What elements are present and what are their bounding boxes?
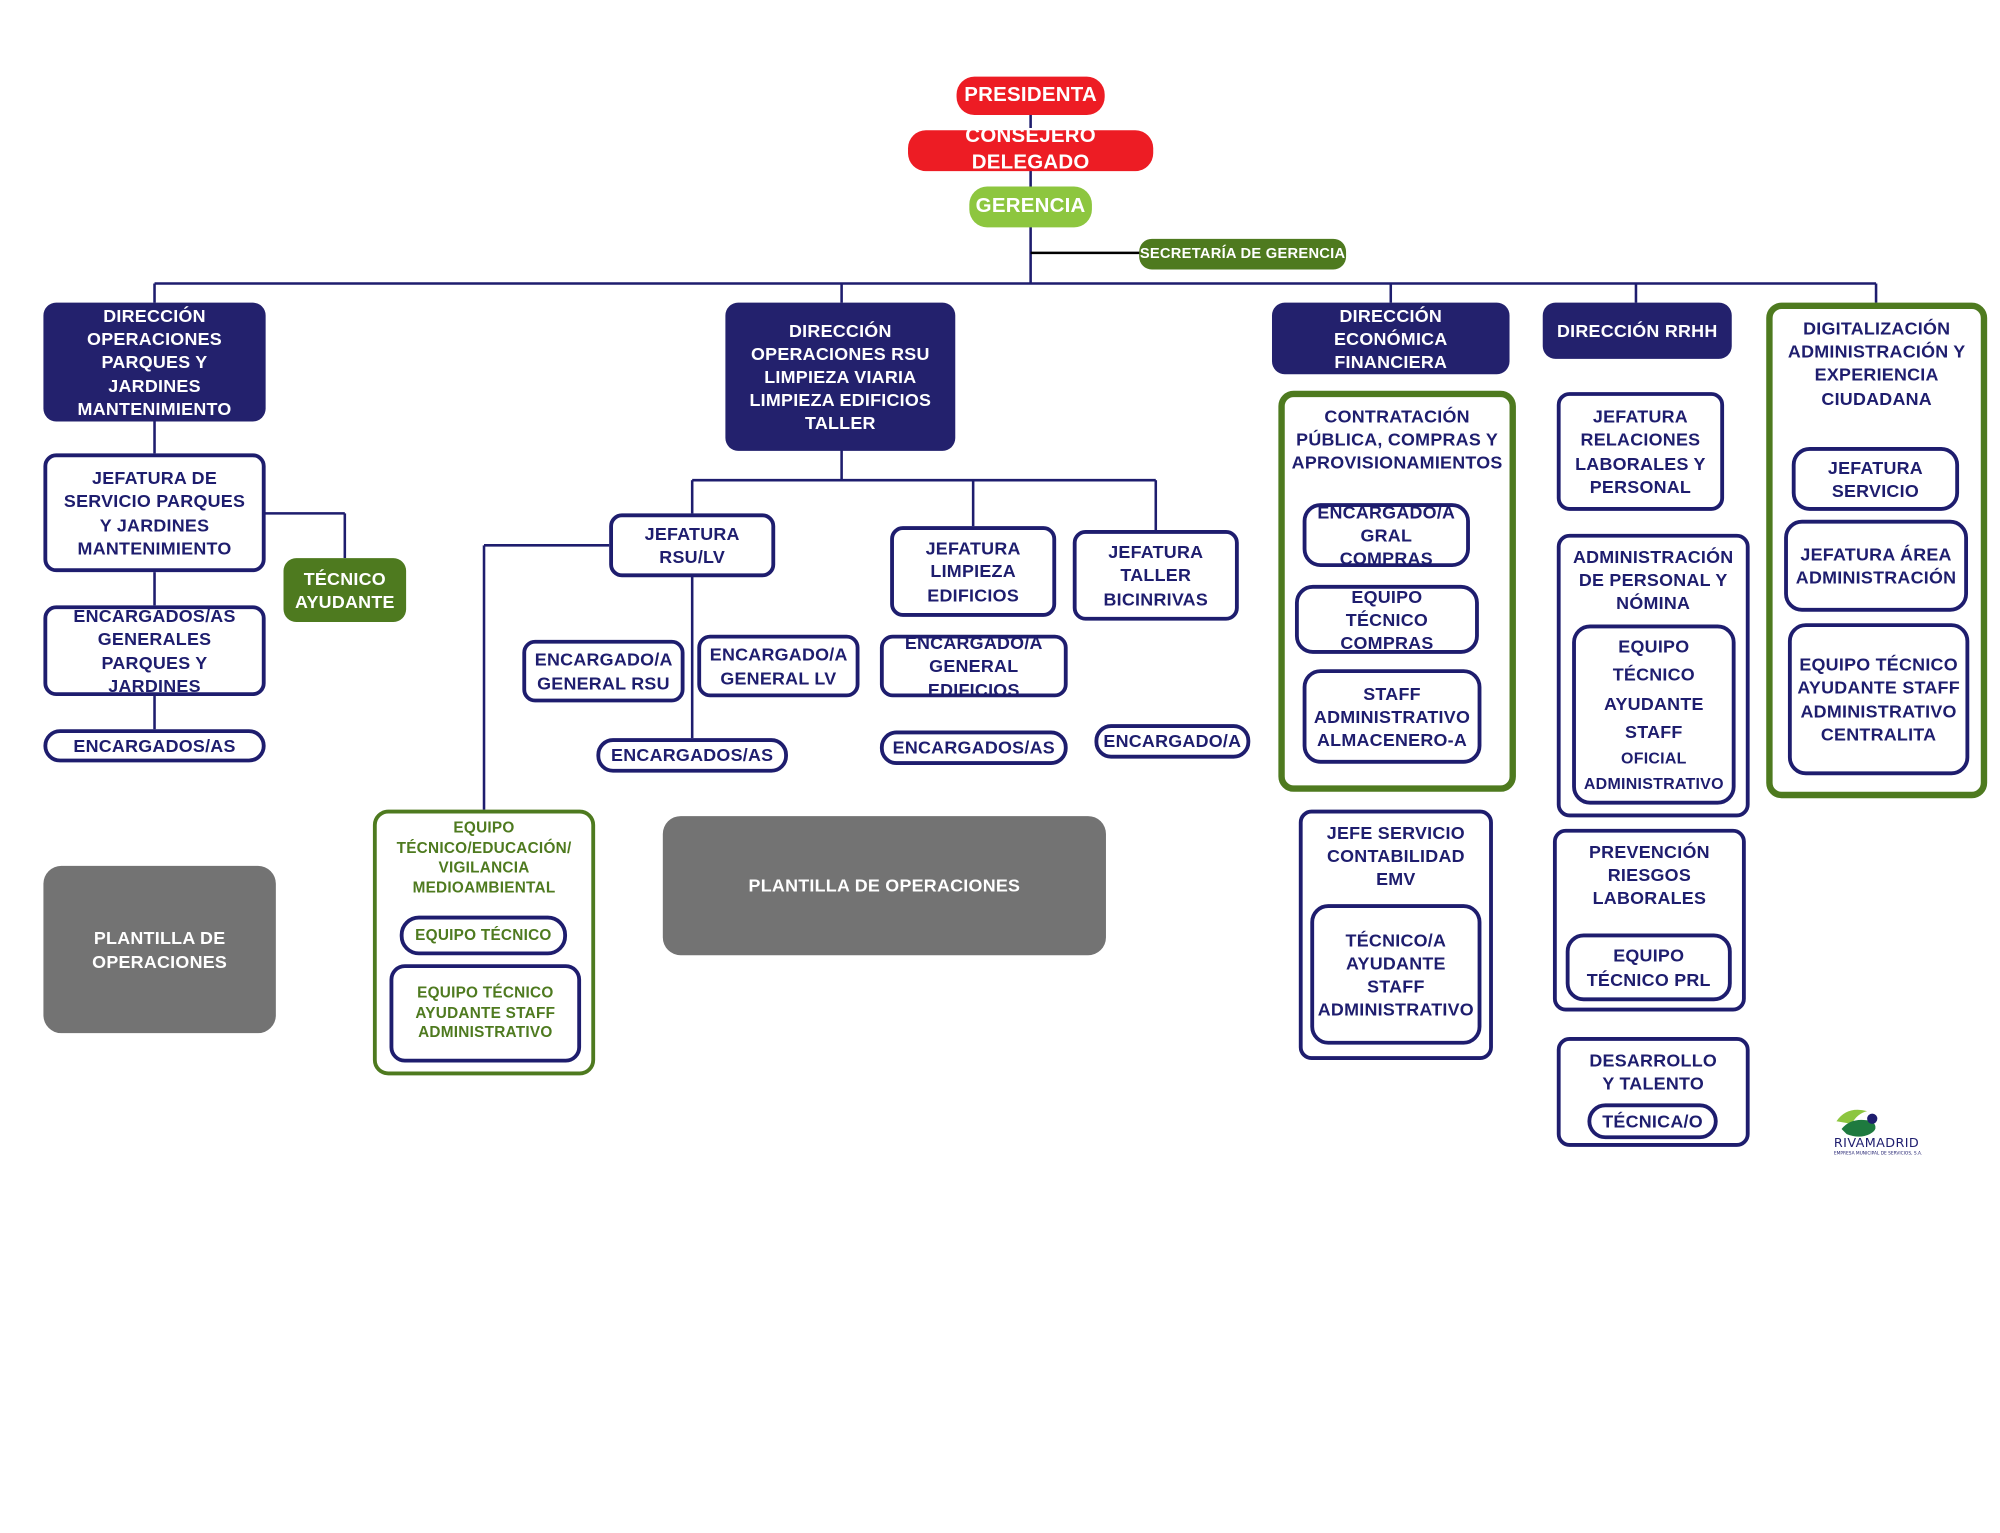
encargado-general-edificios-label: ENCARGADO/A GENERAL EDIFICIOS	[904, 632, 1043, 700]
equipo-ayudante-box: EQUIPO TÉCNICO AYUDANTE STAFF ADMINISTRA…	[389, 964, 582, 1063]
encargados-generales-box: ENCARGADOS/AS GENERALES PARQUES Y JARDIN…	[43, 605, 266, 697]
jefatura-area-label: JEFATURA ÁREA ADMINISTRACIÓN	[1795, 543, 1957, 588]
jefatura-taller-box: JEFATURA TALLER BICINRIVAS	[1072, 529, 1239, 621]
tecnico-ayudante-label: TÉCNICO AYUDANTE	[294, 568, 395, 612]
jefatura-parques-label: JEFATURA DE SERVICIO PARQUES Y JARDINES …	[63, 467, 246, 558]
rivamadrid-logo: RIVAMADRID EMPRESA MUNICIPAL DE SERVICIO…	[1834, 1106, 1936, 1157]
equipo-educacion-label: EQUIPO TÉCNICO/EDUCACIÓN/ VIGILANCIA MED…	[396, 818, 572, 897]
logo-mark-icon: RIVAMADRID EMPRESA MUNICIPAL DE SERVICIO…	[1834, 1109, 1922, 1156]
equipo-prl-label: EQUIPO TÉCNICO PRL	[1586, 945, 1711, 990]
jefatura-limpieza-box: JEFATURA LIMPIEZA EDIFICIOS	[890, 526, 1057, 617]
jefatura-limpieza-label: JEFATURA LIMPIEZA EDIFICIOS	[925, 537, 1021, 605]
equipo-compras-label: EQUIPO TÉCNICO COMPRAS	[1340, 585, 1434, 653]
equipo-tecnico-box: EQUIPO TÉCNICO	[399, 915, 568, 956]
administracion-personal-label: ADMINISTRACIÓN DE PERSONAL Y NÓMINA	[1572, 546, 1734, 614]
equipo-tecnico-label: EQUIPO TÉCNICO	[415, 925, 552, 944]
consejero-delegado-box: CONSEJERO DELEGADO	[908, 125, 1154, 174]
encargados-edificios-box: ENCARGADOS/AS	[879, 730, 1068, 765]
contabilidad-label: JEFE SERVICIO CONTABILIDAD EMV	[1326, 822, 1465, 890]
presidenta-label: PRESIDENTA	[964, 83, 1097, 106]
encargado-taller-label: ENCARGADO/A	[1103, 731, 1242, 752]
jefatura-relaciones-box: JEFATURA RELACIONES LABORALES Y PERSONAL	[1556, 392, 1725, 511]
equipo-nomina-line1: EQUIPO TÉCNICO AYUDANTE STAFF	[1603, 635, 1704, 742]
equipo-prl-box: EQUIPO TÉCNICO PRL	[1565, 933, 1732, 1002]
direccion-economica-box: DIRECCIÓN ECONÓMICA FINANCIERA	[1271, 302, 1510, 375]
equipo-ayudante-label: EQUIPO TÉCNICO AYUDANTE STAFF ADMINISTRA…	[415, 983, 556, 1042]
staff-almacenero-label: STAFF ADMINISTRATIVO ALMACENERO-A	[1313, 682, 1471, 750]
encargados-edificios-label: ENCARGADOS/AS	[892, 737, 1055, 758]
prevencion-label: PREVENCIÓN RIESGOS LABORALES	[1588, 841, 1710, 909]
encargados-rsu-box: ENCARGADOS/AS	[596, 738, 788, 773]
encargado-general-lv-label: ENCARGADO/A GENERAL LV	[709, 644, 848, 688]
desarrollo-label: DESARROLLO Y TALENTO	[1589, 1049, 1718, 1094]
contratacion-label: CONTRATACIÓN PÚBLICA, COMPRAS Y APROVISI…	[1291, 406, 1503, 474]
direccion-economica-label: DIRECCIÓN ECONÓMICA FINANCIERA	[1333, 304, 1448, 372]
direccion-parques-box: DIRECCIÓN OPERACIONES PARQUES Y JARDINES…	[43, 302, 266, 422]
encargado-general-rsu-box: ENCARGADO/A GENERAL RSU	[522, 639, 685, 703]
direccion-parques-label: DIRECCIÓN OPERACIONES PARQUES Y JARDINES…	[77, 305, 232, 419]
presidenta-box: PRESIDENTA	[956, 76, 1105, 115]
tecnica-label: TÉCNICA/O	[1602, 1110, 1703, 1132]
secretaria-label: SECRETARÍA DE GERENCIA	[1139, 245, 1346, 262]
equipo-digitalizacion-box: EQUIPO TÉCNICO AYUDANTE STAFF ADMINISTRA…	[1787, 623, 1970, 776]
tecnico-ayudante-box: TÉCNICO AYUDANTE	[283, 558, 407, 622]
encargado-compras-label: ENCARGADO/A GRAL COMPRAS	[1317, 501, 1456, 569]
digitalizacion-label: DIGITALIZACIÓN ADMINISTRACIÓN Y EXPERIEN…	[1787, 317, 1966, 409]
encargados-parques-box: ENCARGADOS/AS	[43, 729, 266, 763]
secretaria-gerencia-box: SECRETARÍA DE GERENCIA	[1139, 238, 1347, 270]
encargados-generales-label: ENCARGADOS/AS GENERALES PARQUES Y JARDIN…	[73, 605, 236, 696]
plantilla-rsu-label: PLANTILLA DE OPERACIONES	[748, 875, 1021, 896]
jefatura-relaciones-label: JEFATURA RELACIONES LABORALES Y PERSONAL	[1575, 406, 1706, 497]
encargado-compras-box: ENCARGADO/A GRAL COMPRAS	[1302, 501, 1470, 569]
gerencia-label: GERENCIA	[975, 194, 1086, 217]
logo-subtitle: EMPRESA MUNICIPAL DE SERVICIOS, S.A.	[1834, 1150, 1922, 1156]
equipo-digitalizacion-label: EQUIPO TÉCNICO AYUDANTE STAFF ADMINISTRA…	[1797, 654, 1960, 745]
jefatura-parques-box: JEFATURA DE SERVICIO PARQUES Y JARDINES …	[43, 453, 266, 573]
consejero-label: CONSEJERO DELEGADO	[965, 125, 1096, 174]
tecnico-contabilidad-box: TÉCNICO/A AYUDANTE STAFF ADMINISTRATIVO	[1310, 904, 1482, 1045]
direccion-rrhh-box: DIRECCIÓN RRHH	[1542, 302, 1732, 359]
jefatura-servicio-box: JEFATURA SERVICIO	[1791, 446, 1960, 511]
encargados-rsu-label: ENCARGADOS/AS	[611, 745, 774, 766]
connector-lines	[153, 112, 1878, 810]
encargado-general-edificios-box: ENCARGADO/A GENERAL EDIFICIOS	[879, 632, 1068, 699]
staff-almacenero-box: STAFF ADMINISTRATIVO ALMACENERO-A	[1302, 669, 1482, 764]
jefatura-rsu-box: JEFATURA RSU/LV	[609, 513, 776, 578]
plantilla-parques-box: PLANTILLA DE OPERACIONES	[43, 865, 276, 1034]
jefatura-rsu-label: JEFATURA RSU/LV	[644, 523, 740, 568]
encargado-general-lv-box: ENCARGADO/A GENERAL LV	[697, 634, 860, 698]
equipo-compras-box: EQUIPO TÉCNICO COMPRAS	[1294, 584, 1479, 654]
direccion-rsu-box: DIRECCIÓN OPERACIONES RSU LIMPIEZA VIARI…	[725, 302, 956, 451]
logo-name: RIVAMADRID	[1834, 1136, 1919, 1151]
jefatura-area-box: JEFATURA ÁREA ADMINISTRACIÓN	[1784, 519, 1969, 612]
jefatura-servicio-label: JEFATURA SERVICIO	[1827, 456, 1923, 501]
equipo-nomina-line2: OFICIAL ADMINISTRATIVO	[1583, 750, 1724, 794]
tecnico-contabilidad-label: TÉCNICO/A AYUDANTE STAFF ADMINISTRATIVO	[1317, 929, 1474, 1020]
encargados-parques-label: ENCARGADOS/AS	[73, 735, 236, 756]
encargado-taller-box: ENCARGADO/A	[1094, 724, 1251, 759]
equipo-nomina-box: EQUIPO TÉCNICO AYUDANTE STAFF OFICIAL AD…	[1572, 624, 1736, 805]
plantilla-parques-label: PLANTILLA DE OPERACIONES	[92, 927, 228, 972]
jefatura-taller-label: JEFATURA TALLER BICINRIVAS	[1103, 541, 1209, 609]
gerencia-box: GERENCIA	[969, 186, 1092, 228]
direccion-rrhh-label: DIRECCIÓN RRHH	[1556, 320, 1718, 341]
plantilla-rsu-box: PLANTILLA DE OPERACIONES	[662, 816, 1106, 956]
tecnica-box: TÉCNICA/O	[1587, 1103, 1718, 1140]
encargado-general-rsu-label: ENCARGADO/A GENERAL RSU	[534, 649, 673, 693]
direccion-rsu-label: DIRECCIÓN OPERACIONES RSU LIMPIEZA VIARI…	[749, 319, 932, 434]
